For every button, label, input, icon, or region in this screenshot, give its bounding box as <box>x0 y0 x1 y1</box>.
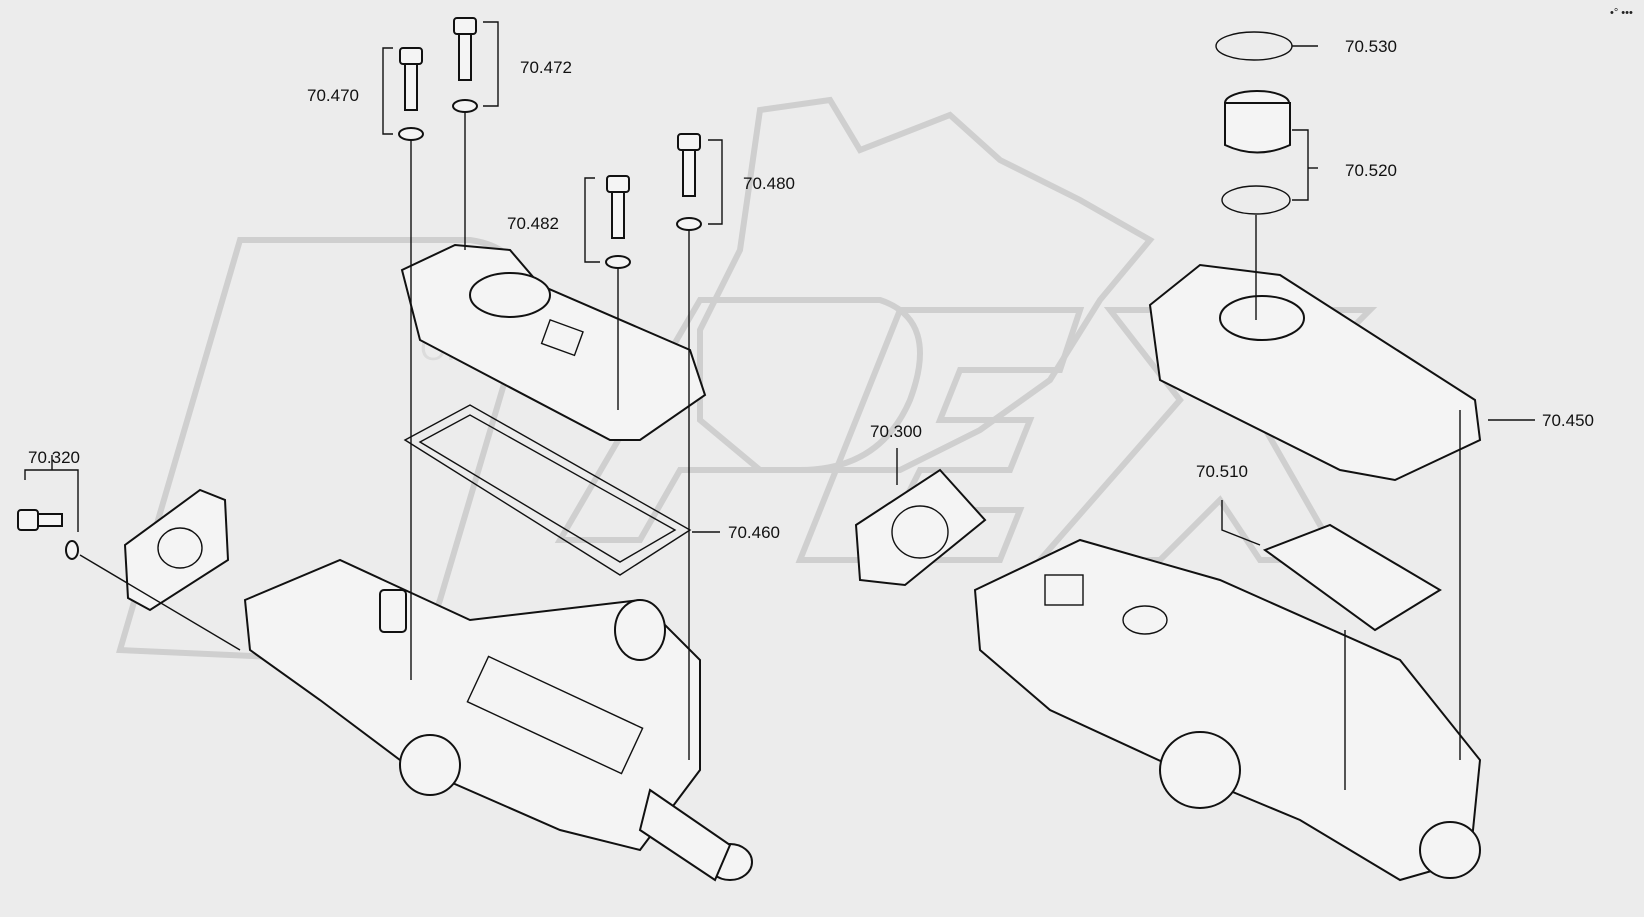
right-top-cover <box>1148 263 1482 482</box>
left-assembly <box>17 17 753 882</box>
part-number-labels: 70.530 70.520 70.472 70.470 70.480 70.48… <box>28 37 1594 542</box>
label-70-460: 70.460 <box>728 523 780 542</box>
label-70-482: 70.482 <box>507 214 559 233</box>
plate-70-510 <box>1262 523 1442 632</box>
label-70-300: 70.300 <box>870 422 922 441</box>
watermark-letter-e <box>795 307 1085 563</box>
corner-mark: •° ••• <box>1610 7 1633 19</box>
left-top-cover <box>400 243 707 441</box>
bolt-70-480 <box>676 133 702 231</box>
right-assembly <box>973 31 1482 882</box>
watermark-gear <box>697 96 1155 473</box>
bolt-70-482 <box>605 175 631 269</box>
label-70-450: 70.450 <box>1542 411 1594 430</box>
label-70-472: 70.472 <box>520 58 572 77</box>
side-plate <box>123 488 230 612</box>
bolt-70-470 <box>398 47 424 141</box>
screw-70-320 <box>17 509 79 560</box>
watermark-letter-x <box>1033 307 1378 563</box>
label-70-320: 70.320 <box>28 448 80 467</box>
plug-70-520 <box>1221 90 1291 215</box>
label-70-530: 70.530 <box>1345 37 1397 56</box>
gasket-70-460 <box>403 404 692 576</box>
housing-port <box>399 734 461 796</box>
label-70-510: 70.510 <box>1196 462 1248 481</box>
bolt-70-472 <box>452 17 478 113</box>
label-70-470: 70.470 <box>307 86 359 105</box>
ring-70-530 <box>1215 31 1293 61</box>
label-leaders <box>24 21 1535 546</box>
label-70-520: 70.520 <box>1345 161 1397 180</box>
cover-boss <box>469 272 551 318</box>
flange-70-300 <box>854 468 987 587</box>
label-70-480: 70.480 <box>743 174 795 193</box>
